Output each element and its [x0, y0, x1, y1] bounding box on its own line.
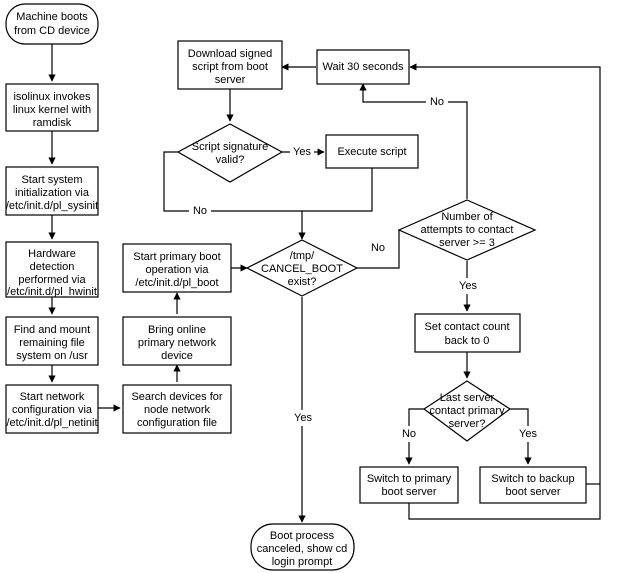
node-boot-canceled-line-1: canceled, show cd: [257, 543, 348, 555]
node-switch-primary[interactable]: Switch to primary boot server: [359, 466, 459, 504]
node-isolinux-line-1: linux kernel with: [13, 104, 91, 116]
node-reset-count-line-0: Set contact count: [425, 321, 510, 333]
svg-text:No: No: [430, 96, 444, 108]
node-bring-online-line-1: primary network: [138, 337, 217, 349]
node-switch-backup-line-1: boot server: [505, 486, 560, 498]
node-machine-boots[interactable]: Machine boots from CD device: [5, 3, 99, 45]
node-last-server-line-2: server?: [449, 418, 486, 430]
edge-lastserver-yes-to-switchbackup: [510, 408, 532, 465]
node-cancel-boot-decision[interactable]: /tmp/ CANCEL_BOOT exist?: [245, 239, 359, 297]
node-sysinit-line-1: initialization via: [15, 187, 90, 199]
node-hwinit-line-0: Hardware: [28, 248, 76, 260]
node-search-devices-line-2: configuration file: [137, 417, 217, 429]
node-attempts-line-0: Number of: [441, 211, 493, 223]
edge-label-attempts-yes: Yes: [455, 278, 481, 294]
node-switch-primary-line-0: Switch to primary: [367, 473, 452, 485]
node-attempts-decision[interactable]: Number of attempts to contact server >= …: [397, 199, 537, 261]
node-mount-usr-line-0: Find and mount: [14, 324, 90, 336]
node-netinit-line-2: /etc/init.d/pl_netinit: [6, 417, 97, 429]
node-sysinit-line-0: Start system: [21, 174, 82, 186]
node-netinit[interactable]: Start network configuration via /etc/ini…: [5, 384, 99, 434]
node-sysinit[interactable]: Start system initialization via /etc/ini…: [5, 166, 99, 216]
node-switch-backup-line-0: Switch to backup: [491, 473, 574, 485]
node-mount-usr[interactable]: Find and mount remaining file system on …: [5, 316, 99, 366]
node-download-script-line-2: server: [215, 74, 246, 86]
node-signature-valid-decision[interactable]: Script signature valid?: [176, 123, 284, 183]
node-wait-30-line-0: Wait 30 seconds: [323, 61, 404, 73]
node-last-server-line-0: Last server: [440, 392, 495, 404]
edge-label-cancelboot-yes: Yes: [290, 410, 316, 426]
node-isolinux-line-0: isolinux invokes: [13, 91, 91, 103]
node-wait-30[interactable]: Wait 30 seconds: [316, 49, 410, 85]
node-cancel-boot-line-2: exist?: [288, 276, 317, 288]
node-start-primary-boot[interactable]: Start primary boot operation via /etc/in…: [122, 243, 232, 293]
edge-signature-no-to-cancelboot: [163, 151, 306, 240]
node-machine-boots-line-0: Machine boots: [16, 11, 88, 23]
node-mount-usr-line-2: system on /usr: [16, 350, 88, 362]
node-hwinit[interactable]: Hardware detection performed via /etc/in…: [5, 241, 99, 298]
node-start-primary-boot-line-2: /etc/init.d/pl_boot: [135, 277, 218, 289]
node-execute-script-line-0: Execute script: [337, 146, 406, 158]
node-reset-count-line-1: back to 0: [445, 335, 490, 347]
node-search-devices[interactable]: Search devices for node network configur…: [122, 384, 232, 434]
node-sysinit-line-2: /etc/init.d/pl_sysinit: [6, 200, 98, 212]
node-mount-usr-line-1: remaining file: [19, 337, 84, 349]
node-hwinit-line-3: /etc/init.d/pl_hwinit: [7, 286, 97, 298]
node-netinit-line-1: configuration via: [12, 404, 93, 416]
edge-label-lastserver-no: No: [398, 426, 420, 442]
svg-text:No: No: [371, 242, 385, 254]
node-switch-backup[interactable]: Switch to backup boot server: [479, 466, 587, 504]
node-hwinit-line-2: performed via: [18, 274, 86, 286]
node-download-script[interactable]: Download signed script from boot server: [177, 40, 283, 90]
node-cancel-boot-line-1: CANCEL_BOOT: [261, 263, 343, 275]
edge-label-signature-no: No: [189, 203, 211, 219]
node-isolinux-line-2: ramdisk: [33, 117, 72, 129]
node-netinit-line-0: Start network: [20, 391, 85, 403]
svg-text:Yes: Yes: [293, 146, 311, 158]
node-cancel-boot-line-0: /tmp/: [290, 250, 315, 262]
node-execute-script[interactable]: Execute script: [325, 134, 419, 169]
edge-label-signature-yes: Yes: [290, 144, 314, 160]
svg-text:Yes: Yes: [294, 412, 312, 424]
node-download-script-line-0: Download signed: [188, 48, 272, 60]
edge-lastserver-no-to-switchprimary: [405, 408, 424, 465]
node-signature-valid-line-1: valid?: [216, 154, 245, 166]
node-bring-online[interactable]: Bring online primary network device: [122, 316, 232, 366]
node-reset-count[interactable]: Set contact count back to 0: [414, 313, 521, 353]
edge-label-attempts-no: No: [426, 94, 448, 110]
svg-text:Yes: Yes: [459, 280, 477, 292]
node-isolinux[interactable]: isolinux invokes linux kernel with ramdi…: [5, 83, 99, 132]
node-start-primary-boot-line-0: Start primary boot: [133, 251, 220, 263]
svg-text:Yes: Yes: [519, 428, 537, 440]
edge-switchprimary-return: [408, 63, 601, 520]
node-attempts-line-2: server >= 3: [439, 237, 495, 249]
node-switch-primary-line-1: boot server: [381, 486, 436, 498]
node-boot-canceled-line-2: login prompt: [272, 556, 333, 568]
edge-labels-group: Yes No No Yes No Yes: [189, 94, 541, 442]
edge-label-lastserver-yes: Yes: [515, 426, 541, 442]
node-machine-boots-line-1: from CD device: [14, 25, 90, 37]
node-hwinit-line-1: detection: [30, 261, 75, 273]
edge-execute-to-cancelboot: [302, 168, 373, 212]
edge-attempts-no-to-wait: [359, 83, 468, 199]
node-search-devices-line-0: Search devices for: [131, 391, 222, 403]
node-start-primary-boot-line-1: operation via: [146, 264, 210, 276]
svg-text:No: No: [402, 428, 416, 440]
edge-label-cancelboot-no: No: [367, 240, 389, 256]
node-bring-online-line-2: device: [161, 350, 193, 362]
node-boot-canceled[interactable]: Boot process canceled, show cd login pro…: [250, 523, 355, 571]
node-search-devices-line-1: node network: [144, 404, 211, 416]
node-bring-online-line-0: Bring online: [148, 324, 206, 336]
node-signature-valid-line-0: Script signature: [192, 141, 268, 153]
node-last-server-decision[interactable]: Last server contact primary server?: [422, 380, 512, 442]
svg-text:No: No: [193, 205, 207, 217]
node-attempts-line-1: attempts to contact: [421, 224, 514, 236]
node-download-script-line-1: script from boot: [192, 61, 268, 73]
node-boot-canceled-line-0: Boot process: [270, 530, 335, 542]
node-last-server-line-1: contact primary: [429, 405, 505, 417]
